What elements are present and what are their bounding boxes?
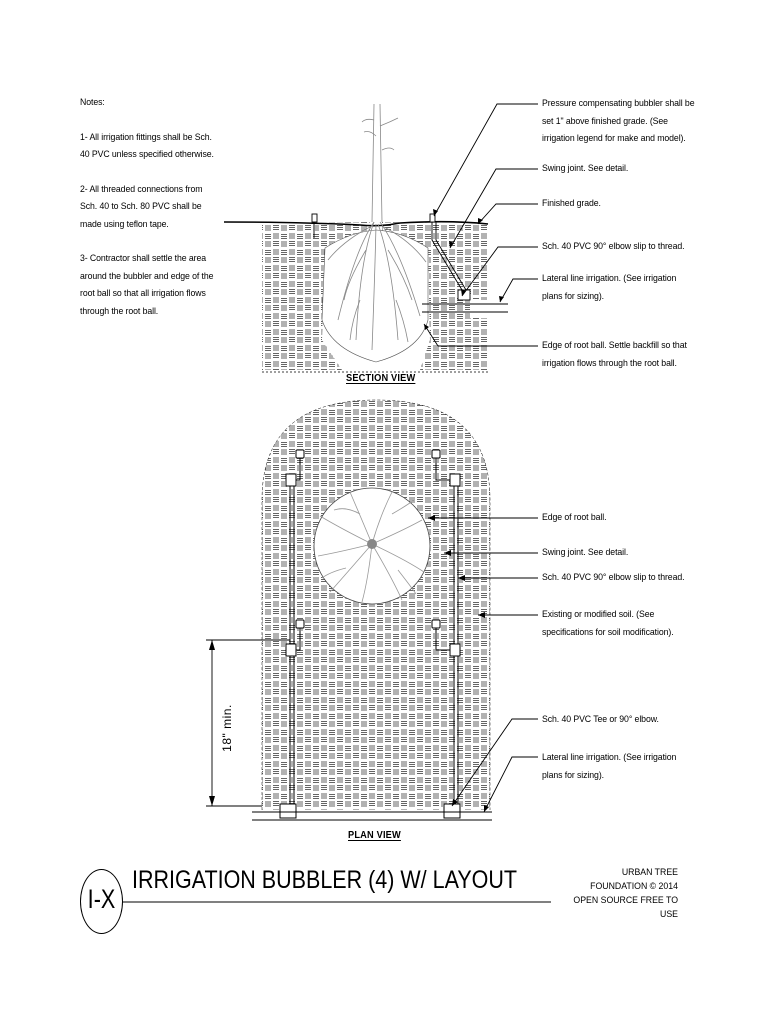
general-notes: Notes: 1- All irrigation fittings shall …: [80, 94, 255, 320]
callout-plan-root-ball: Edge of root ball.: [542, 512, 607, 523]
section-soil-right: [382, 222, 488, 370]
plan-lateral-pipe: [252, 811, 492, 821]
leader-plan-lateral: [483, 756, 538, 813]
section-risers: [311, 213, 471, 301]
leader-plan-tee: [451, 718, 538, 807]
callout-lateral: Lateral line irrigation. (See irrigation…: [542, 273, 677, 302]
finished-grade-line: [223, 220, 489, 227]
callout-finished-grade: Finished grade.: [542, 198, 601, 209]
callout-plan-swing-joint: Swing joint. See detail.: [542, 547, 629, 558]
section-lateral-pipe: [422, 303, 508, 313]
detail-id-badge: I-X: [80, 869, 123, 934]
section-soil-left: [262, 222, 370, 370]
leader-root-ball-edge: [423, 323, 538, 347]
dimension-arrowheads: [209, 640, 215, 806]
note-2: 2- All threaded connections from Sch. 40…: [80, 183, 203, 230]
callout-swing-joint: Swing joint. See detail.: [542, 163, 629, 174]
notes-header: Notes:: [80, 97, 105, 108]
detail-title: IRRIGATION BUBBLER (4) W/ LAYOUT: [132, 866, 518, 894]
trunk-center: [367, 539, 377, 549]
plan-arrowheads: [428, 515, 489, 812]
org-credit: URBAN TREE FOUNDATION © 2014 OPEN SOURCE…: [569, 866, 678, 922]
note-3: 3- Contractor shall settle the area arou…: [80, 253, 214, 317]
org-line-2: OPEN SOURCE FREE TO USE: [573, 895, 678, 920]
callout-bubbler: Pressure compensating bubbler shall be s…: [542, 98, 695, 144]
plan-view-label: PLAN VIEW: [348, 829, 401, 841]
dimension-label: 18" min.: [220, 704, 234, 752]
plan-leaders: [428, 517, 538, 813]
section-view: [223, 103, 508, 373]
callout-plan-soil: Existing or modified soil. (See specific…: [542, 609, 674, 638]
leader-lateral: [499, 278, 538, 303]
callout-plan-lateral: Lateral line irrigation. (See irrigation…: [542, 752, 677, 781]
tree-trunk: [371, 103, 383, 223]
section-arrowheads: [424, 209, 504, 330]
callout-elbow: Sch. 40 PVC 90° elbow slip to thread.: [542, 241, 685, 252]
plan-soil: [262, 400, 490, 810]
leader-finished-grade: [477, 203, 538, 225]
tree-branch-stubs: [361, 117, 399, 151]
leader-bubbler: [433, 103, 538, 217]
note-1: 1- All irrigation fittings shall be Sch.…: [80, 131, 214, 161]
section-leaders: [423, 103, 538, 347]
callout-root-ball-edge: Edge of root ball. Settle backfill so th…: [542, 340, 687, 369]
plan-outer-edge: [261, 399, 491, 810]
leader-elbow: [461, 246, 538, 297]
callout-plan-elbow: Sch. 40 PVC 90° elbow slip to thread.: [542, 572, 685, 583]
section-view-label: SECTION VIEW: [346, 372, 416, 384]
detail-id: I-X: [87, 884, 116, 914]
org-line-1: URBAN TREE FOUNDATION © 2014: [590, 867, 678, 892]
dimension-18in: [206, 639, 290, 807]
callout-plan-tee: Sch. 40 PVC Tee or 90° elbow.: [542, 714, 659, 725]
plan-view: [206, 399, 492, 821]
leader-swing-joint: [449, 168, 538, 249]
plan-root-lines: [317, 491, 425, 603]
plan-irrigation-pipes: [279, 449, 461, 819]
root-lines: [327, 221, 427, 351]
